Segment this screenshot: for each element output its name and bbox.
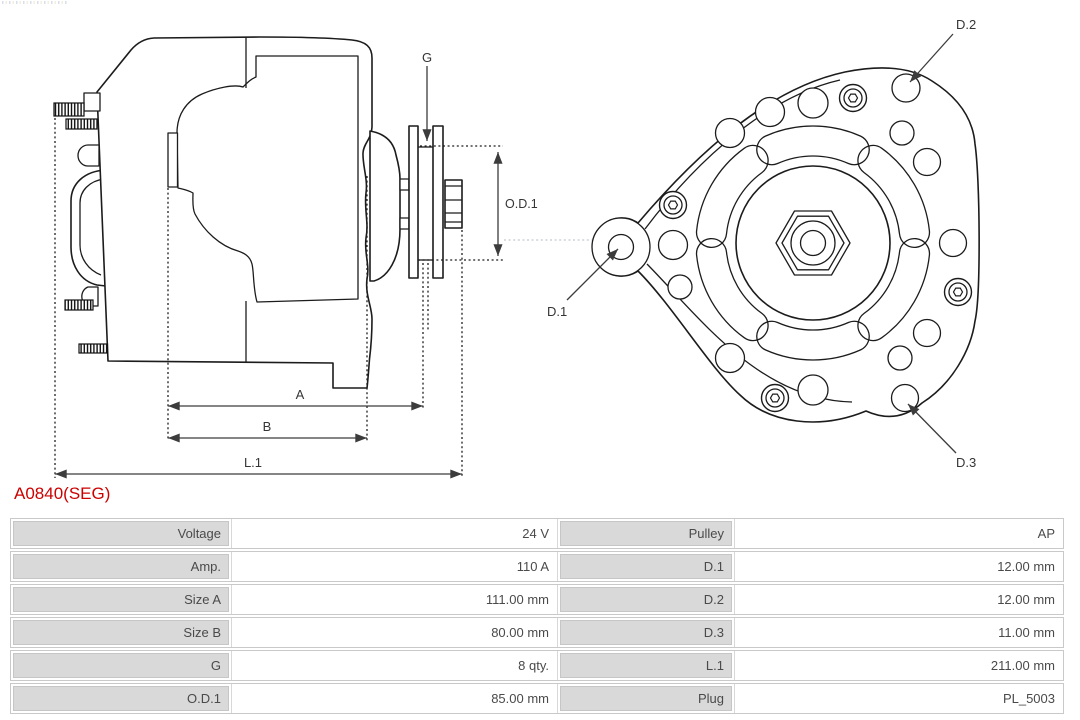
spec-row-od1-plug: O.D.1 85.00 mm Plug PL_5003 [10, 683, 1064, 714]
side-mounting-face [167, 132, 179, 188]
label-d3: D.3 [956, 455, 976, 470]
alternator-rear-view [591, 67, 980, 423]
spec-label: Voltage [13, 521, 229, 546]
spec-label: Size A [13, 587, 229, 612]
side-inner-contour [176, 55, 359, 303]
terminal-knob-upper [77, 144, 100, 167]
product-code-title[interactable]: A0840(SEG) [14, 484, 111, 503]
spec-row-amp-d1: Amp. 110 A D.1 12.00 mm [10, 551, 1064, 582]
hub-tab-lower [399, 217, 410, 230]
alternator-side-view [53, 36, 463, 389]
d3-leader-arrow [907, 403, 957, 454]
rear-view-callouts: D.2 D.1 D.3 [547, 17, 976, 470]
side-view-dimensions: G O.D.1 A B L.1 [54, 50, 592, 479]
label-od1: O.D.1 [505, 197, 538, 211]
label-d1: D.1 [547, 304, 567, 319]
mounting-hole-d3 [890, 383, 920, 413]
spec-value: 111.00 mm [231, 585, 558, 614]
threaded-stud-3 [64, 299, 94, 311]
spec-label: Amp. [13, 554, 229, 579]
spec-value: PL_5003 [734, 684, 1063, 713]
spec-value: 11.00 mm [734, 618, 1063, 647]
spec-value: 85.00 mm [231, 684, 558, 713]
spec-value: 12.00 mm [734, 552, 1063, 581]
mounting-hole-d2 [891, 73, 921, 103]
label-d2: D.2 [956, 17, 976, 32]
spec-label: D.2 [560, 587, 732, 612]
spec-label: D.1 [560, 554, 732, 579]
spec-value: 110 A [231, 552, 558, 581]
label-dim-l1: L.1 [244, 455, 262, 470]
spec-label: G [13, 653, 229, 678]
hub-tab-upper [399, 178, 410, 191]
spec-row-g-l1: G 8 qty. L.1 211.00 mm [10, 650, 1064, 681]
spec-label: Plug [560, 686, 732, 711]
watermark-artifact [2, 1, 68, 4]
spec-label: Size B [13, 620, 229, 645]
spec-value: 12.00 mm [734, 585, 1063, 614]
spec-value: 24 V [231, 519, 558, 548]
spec-value: AP [734, 519, 1063, 548]
technical-drawing-canvas: G O.D.1 A B L.1 [53, 17, 980, 479]
pulley-flange-right [432, 125, 444, 279]
spec-table: Voltage 24 V Pulley AP Amp. 110 A D.1 12… [10, 518, 1064, 716]
spec-label: D.3 [560, 620, 732, 645]
spec-value: 211.00 mm [734, 651, 1063, 680]
terminal-block [83, 92, 101, 112]
mounting-hole-d1 [607, 233, 635, 261]
spec-value: 8 qty. [231, 651, 558, 680]
pulley-flange-left [408, 125, 419, 279]
label-dim-a: A [296, 387, 305, 402]
threaded-stud-2 [65, 118, 98, 130]
threaded-stud-top [53, 102, 85, 117]
label-g: G [422, 50, 432, 65]
shaft-bore [799, 229, 827, 257]
spec-value: 80.00 mm [231, 618, 558, 647]
spec-label: O.D.1 [13, 686, 229, 711]
spec-row-sizeb-d3: Size B 80.00 mm D.3 11.00 mm [10, 617, 1064, 648]
spec-row-sizea-d2: Size A 111.00 mm D.2 12.00 mm [10, 584, 1064, 615]
shaft-thread-end [444, 179, 463, 229]
d1-leader-arrow [566, 248, 619, 301]
spec-label: Pulley [560, 521, 732, 546]
label-dim-b: B [263, 419, 272, 434]
vent-slots [695, 125, 931, 361]
spec-row-voltage-pulley: Voltage 24 V Pulley AP [10, 518, 1064, 549]
housing-holes [657, 87, 968, 406]
d2-leader-arrow [909, 33, 954, 83]
threaded-stud-bottom [78, 343, 109, 354]
pulley-hub [369, 130, 401, 282]
spec-label: L.1 [560, 653, 732, 678]
